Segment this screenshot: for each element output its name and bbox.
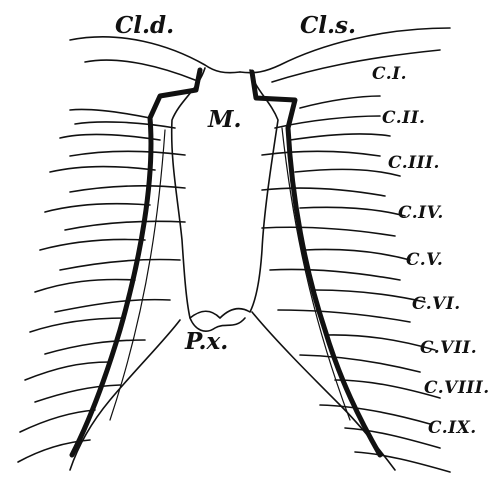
xiphoid-shape bbox=[70, 320, 180, 470]
label-xiphoid: P.x. bbox=[185, 330, 228, 353]
label-clavicle-right: Cl.d. bbox=[115, 14, 174, 37]
label-rib-6: C.VI. bbox=[412, 296, 461, 313]
label-rib-5: C.V. bbox=[406, 252, 443, 269]
thick-line-left bbox=[252, 72, 380, 455]
clavicle-right-shape-lower bbox=[85, 60, 195, 80]
label-rib-7: C.VII. bbox=[420, 340, 477, 357]
label-manubrium: M. bbox=[208, 108, 241, 131]
label-rib-2: C.II. bbox=[382, 110, 425, 127]
cartilage-right bbox=[110, 130, 165, 420]
label-rib-9: C.IX. bbox=[428, 420, 477, 437]
label-rib-4: C.IV. bbox=[398, 205, 444, 222]
label-rib-8: C.VIII. bbox=[424, 380, 490, 397]
thick-line-right bbox=[72, 70, 200, 455]
label-rib-1: C.I. bbox=[372, 66, 407, 83]
label-rib-3: C.III. bbox=[388, 155, 440, 172]
clavicle-left-shape-lower bbox=[272, 50, 440, 82]
label-clavicle-left: Cl.s. bbox=[300, 14, 356, 37]
ribs-right-group bbox=[18, 109, 185, 462]
